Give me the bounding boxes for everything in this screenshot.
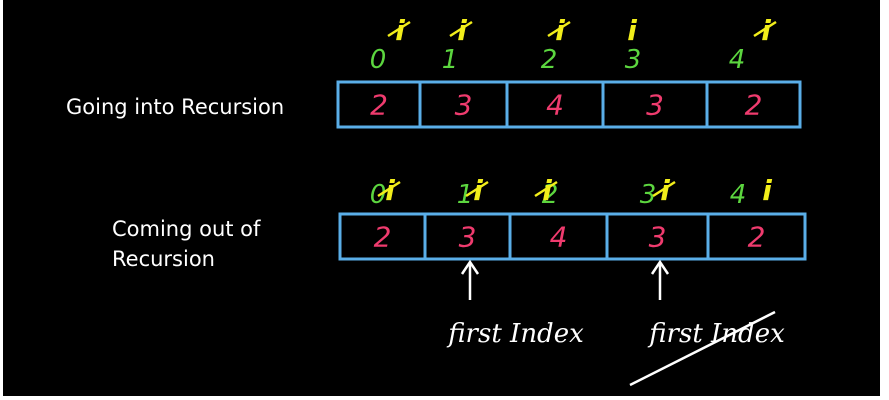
- cell-value-out-3: 3: [649, 221, 667, 254]
- index-label-into-2: 2: [541, 45, 558, 75]
- cell-value-out-4: 2: [748, 221, 766, 254]
- pointer-i-into-0: i: [387, 14, 411, 47]
- annotation-strikethrough: [629, 310, 776, 387]
- pointer-strike: [387, 20, 411, 38]
- svg-text:i: i: [457, 14, 467, 47]
- index-label-into-3: 3: [625, 45, 642, 75]
- cell-value-into-4: 2: [745, 89, 763, 122]
- svg-text:i: i: [660, 174, 670, 207]
- array-box-into: [336, 80, 802, 129]
- pointer-i-into-4: i: [753, 14, 777, 47]
- index-label-out-2: 2: [542, 180, 559, 210]
- pointer-strike: [377, 180, 401, 198]
- going-into-recursion-label: Going into Recursion: [66, 95, 285, 119]
- svg-text:i: i: [555, 14, 565, 47]
- pointer-i-out-4: i: [762, 174, 772, 207]
- cell-value-into-2: 4: [546, 89, 564, 122]
- index-label-into-0: 0: [370, 45, 387, 75]
- cell-value-into-1: 3: [455, 89, 473, 122]
- index-label-into-1: 1: [442, 45, 459, 75]
- pointer-strike: [449, 20, 473, 38]
- up-arrow-0: [460, 259, 480, 300]
- pointer-strike: [753, 20, 777, 38]
- pointer-i-into-1: i: [449, 14, 473, 47]
- cell-value-out-0: 2: [374, 221, 392, 254]
- svg-text:i: i: [385, 174, 395, 207]
- array-box-out: [338, 212, 807, 261]
- cell-value-into-3: 3: [646, 89, 664, 122]
- coming-out-of-recursion-label: Coming out of Recursion: [112, 217, 261, 271]
- pointer-i-into-2: i: [547, 14, 571, 47]
- board-background: [3, 0, 880, 396]
- index-label-out-1: 1: [457, 180, 474, 210]
- pointer-strike: [652, 180, 676, 198]
- pointer-i-out-0: i: [377, 174, 401, 207]
- svg-text:i: i: [762, 174, 772, 207]
- svg-text:i: i: [542, 174, 552, 207]
- svg-text:i: i: [627, 14, 637, 47]
- pointer-strike: [534, 180, 558, 198]
- cell-value-into-0: 2: [370, 89, 388, 122]
- pointer-i-out-3: i: [652, 174, 676, 207]
- cell-value-out-1: 3: [459, 221, 477, 254]
- svg-text:i: i: [473, 174, 483, 207]
- pointer-i-into-3: i: [627, 14, 637, 47]
- pointer-strike: [547, 20, 571, 38]
- cell-value-out-2: 4: [550, 221, 568, 254]
- pointer-i-out-1: i: [465, 174, 489, 207]
- index-label-out-4: 4: [730, 180, 747, 210]
- up-arrow-1: [650, 259, 670, 300]
- pointer-strike: [465, 180, 489, 198]
- svg-text:i: i: [761, 14, 771, 47]
- pointer-i-out-2: i: [534, 174, 558, 207]
- index-label-out-3: 3: [640, 180, 657, 210]
- first-index-struck-annotation: first Index: [647, 319, 785, 349]
- svg-text:i: i: [395, 14, 405, 47]
- first-index-annotation: first Index: [446, 319, 584, 349]
- index-label-into-4: 4: [729, 45, 746, 75]
